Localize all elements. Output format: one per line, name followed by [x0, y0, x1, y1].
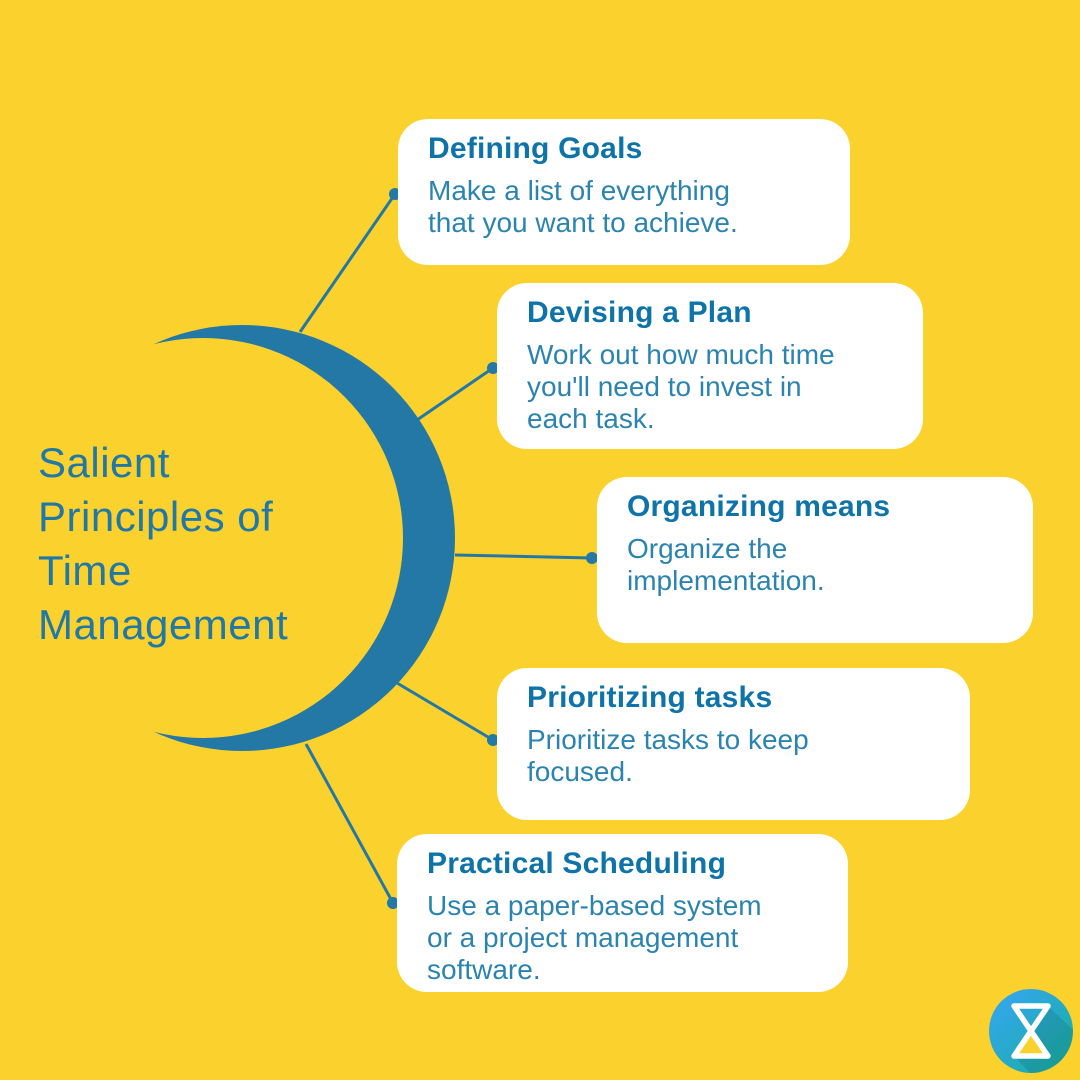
connector-line-practical-scheduling	[304, 743, 395, 904]
connector-line-devising-a-plan	[416, 366, 494, 422]
card-body-line: Use a paper-based system	[427, 890, 762, 921]
page-title-line: Management	[38, 601, 289, 648]
card-practical-scheduling: Practical Scheduling Use a paper-based s…	[397, 834, 848, 992]
connector-dot-organizing-means	[586, 552, 598, 564]
card-heading: Defining Goals	[428, 132, 643, 165]
connector-dot-practical-scheduling	[387, 897, 399, 909]
connector-dot-prioritizing-tasks	[487, 734, 499, 746]
card-body-line: that you want to achieve.	[428, 207, 738, 238]
card-heading: Devising a Plan	[527, 296, 752, 329]
page-title-line: Time	[38, 547, 132, 594]
connector-lines	[298, 193, 593, 904]
card-devising-a-plan: Devising a Plan Work out how much time y…	[497, 283, 923, 449]
card-body-line: software.	[427, 954, 541, 985]
card-body-line: focused.	[527, 756, 633, 787]
card-body-line: Organize the	[627, 533, 788, 564]
card-body-line: Make a list of everything	[428, 175, 730, 206]
card-organizing-means: Organizing means Organize the implementa…	[597, 477, 1033, 643]
connector-line-defining-goals	[298, 193, 397, 333]
card-heading: Organizing means	[627, 490, 891, 523]
connector-line-prioritizing-tasks	[396, 681, 494, 742]
page-title-line: Salient	[38, 439, 170, 486]
connector-dots	[387, 188, 598, 909]
card-body-line: implementation.	[627, 565, 825, 596]
card-body: Work out how much time you'll need to in…	[527, 339, 899, 435]
card-body: Use a paper-based system or a project ma…	[427, 890, 824, 986]
brand-logo	[989, 989, 1073, 1073]
connector-dot-devising-a-plan	[487, 362, 499, 374]
card-body-line: each task.	[527, 403, 655, 434]
card-defining-goals: Defining Goals Make a list of everything…	[398, 119, 850, 265]
card-heading: Prioritizing tasks	[527, 681, 773, 714]
connector-line-organizing-means	[454, 553, 593, 560]
card-body-line: Work out how much time	[527, 339, 835, 370]
card-body: Prioritize tasks to keep focused.	[527, 724, 946, 788]
card-body: Make a list of everything that you want …	[428, 175, 826, 239]
card-prioritizing-tasks: Prioritizing tasks Prioritize tasks to k…	[497, 668, 970, 820]
crescent-moon-cutout	[3, 338, 403, 738]
card-body: Organize the implementation.	[627, 533, 1009, 597]
card-heading: Practical Scheduling	[427, 847, 727, 880]
hourglass-sand	[1016, 1033, 1046, 1054]
hourglass-icon	[1011, 1003, 1051, 1059]
page-title-line: Principles of	[38, 493, 274, 540]
page-title: Salient Principles of Time Management	[38, 436, 288, 652]
card-body-line: Prioritize tasks to keep	[527, 724, 809, 755]
card-body-line: or a project management	[427, 922, 739, 953]
card-body-line: you'll need to invest in	[527, 371, 802, 402]
